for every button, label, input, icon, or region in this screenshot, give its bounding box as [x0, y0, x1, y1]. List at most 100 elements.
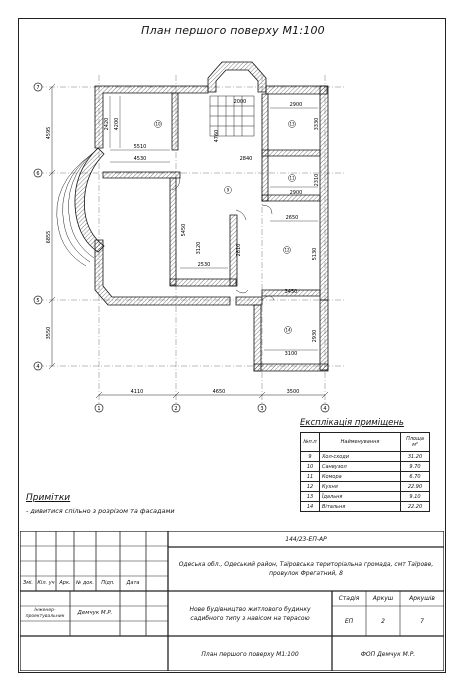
table-cell: Кухня [319, 481, 401, 492]
drawing-frame [18, 18, 446, 673]
col-header: Змі. [23, 580, 33, 586]
door-swings [171, 177, 275, 301]
room-number: 12 [284, 248, 290, 253]
axis-label: 2 [174, 406, 177, 412]
dim-label: 4110 [131, 389, 144, 395]
explication-table: №п.п Найменування Площа м² 9 Хол-сходи 3… [300, 432, 430, 512]
table-header: Найменування [319, 432, 401, 452]
explication-title: Експлікація приміщень [300, 418, 404, 428]
axis-label: 5 [36, 298, 39, 304]
stage-label: Стадія [338, 595, 360, 602]
axis-markers: 7 6 5 4 1 2 3 4 [33, 82, 330, 413]
axis-label: 3 [260, 406, 263, 412]
sheets-label: Аркушів [409, 595, 435, 602]
dim-label: 3100 [285, 351, 298, 357]
company-name: ФОП Демчук М.Р. [360, 650, 416, 658]
col-header: Підп. [101, 580, 115, 586]
notes-text: - дивитися спільно з розрізом та фасадам… [26, 507, 175, 515]
dim-label: 3450 [285, 289, 298, 295]
col-header: Кіл. уч [37, 580, 55, 586]
dim-label: 5130 [312, 248, 318, 261]
dim-label: 2310 [314, 174, 320, 187]
walls [74, 61, 329, 372]
dim-label: 5510 [134, 144, 147, 150]
sheet-title: План першого поверху М1:100 [201, 650, 299, 658]
room-marker [288, 120, 296, 128]
curved-steps [56, 149, 97, 267]
table-cell: Санвузол [319, 461, 401, 472]
room-marker [224, 186, 232, 194]
dim-label: 4595 [46, 127, 52, 140]
col-header: Арк. [59, 580, 71, 586]
col-header: Дата [126, 580, 140, 586]
title-block [20, 531, 444, 671]
dim-label: 2650 [286, 215, 299, 221]
bay-window-wall [207, 61, 267, 93]
dimension-chains [48, 83, 329, 399]
dim-label: 6855 [46, 231, 52, 244]
table-cell: 14 [300, 501, 320, 512]
table-row: 11 Комора 6.70 [300, 471, 430, 482]
axis-label: 4 [36, 364, 39, 370]
wall [169, 177, 177, 286]
col-header: № док. [76, 580, 94, 586]
table-row: 12 Кухня 22.90 [300, 481, 430, 492]
wall [94, 85, 209, 149]
dim-label: 3330 [314, 118, 320, 131]
dim-label: 2420 [104, 118, 110, 131]
axis-marker-row [33, 168, 43, 178]
dim-label: 2810 [236, 244, 242, 257]
room-number: 9 [227, 188, 230, 193]
wall [94, 239, 231, 306]
stairs [209, 95, 255, 137]
wall [261, 149, 321, 157]
page-title: План першого поверху М1:100 [141, 24, 325, 37]
title-block-grid [20, 531, 444, 671]
stage-value: ЕП [344, 617, 354, 625]
dimension-labels: 4595 6855 3550 4110 4650 3500 [46, 127, 299, 395]
table-cell: 22.20 [400, 501, 430, 512]
axis-label: 1 [97, 406, 100, 412]
room-number: 14 [285, 328, 291, 333]
wall [235, 296, 263, 306]
axis-label: 6 [36, 171, 39, 177]
notes-title: Примітки [26, 493, 71, 503]
dim-label: 4530 [134, 156, 147, 162]
sheets-value: 7 [420, 617, 424, 625]
room-marker [154, 120, 162, 128]
axis-label: 7 [36, 85, 39, 91]
table-row: 10 Санвузол 9.70 [300, 461, 430, 472]
table-cell: Комора [319, 471, 401, 482]
dim-label: 2530 [198, 262, 211, 268]
table-header-row: №п.п Найменування Площа м² [300, 432, 430, 452]
axis-marker-col [320, 403, 330, 413]
table-row: 9 Хол-сходи 31.20 [300, 451, 430, 462]
table-cell: 9 [300, 451, 320, 462]
table-cell: Хол-сходи [319, 451, 401, 462]
grid-lines [38, 75, 345, 408]
dim-label: 2900 [290, 190, 303, 196]
axis-marker-col [257, 403, 267, 413]
wall [253, 304, 262, 372]
table-header: Площа м² [400, 432, 430, 452]
dim-label: 4650 [213, 389, 226, 395]
curved-wall [74, 147, 105, 253]
table-cell: 11 [300, 471, 320, 482]
wall [102, 171, 181, 179]
table-header: №п.п [300, 432, 320, 452]
project-name: Нове будівництво житлового будинку садиб… [189, 606, 311, 622]
dim-label: 4760 [214, 130, 220, 143]
room-markers: 10 9 13 11 12 14 [154, 120, 296, 334]
dim-label: 2900 [290, 102, 303, 108]
axis-marker-row [33, 82, 43, 92]
project-address: Одеська обл., Одеський район, Таїровська… [178, 561, 434, 577]
room-marker [288, 174, 296, 182]
axis-marker-row [33, 361, 43, 371]
role-label: Інженер-проектувальник [25, 607, 65, 619]
wall [169, 278, 237, 287]
wall [229, 214, 238, 287]
table-row: 14 Вітальня 22.20 [300, 501, 430, 512]
wall [319, 299, 329, 371]
table-cell: 6.70 [400, 471, 430, 482]
